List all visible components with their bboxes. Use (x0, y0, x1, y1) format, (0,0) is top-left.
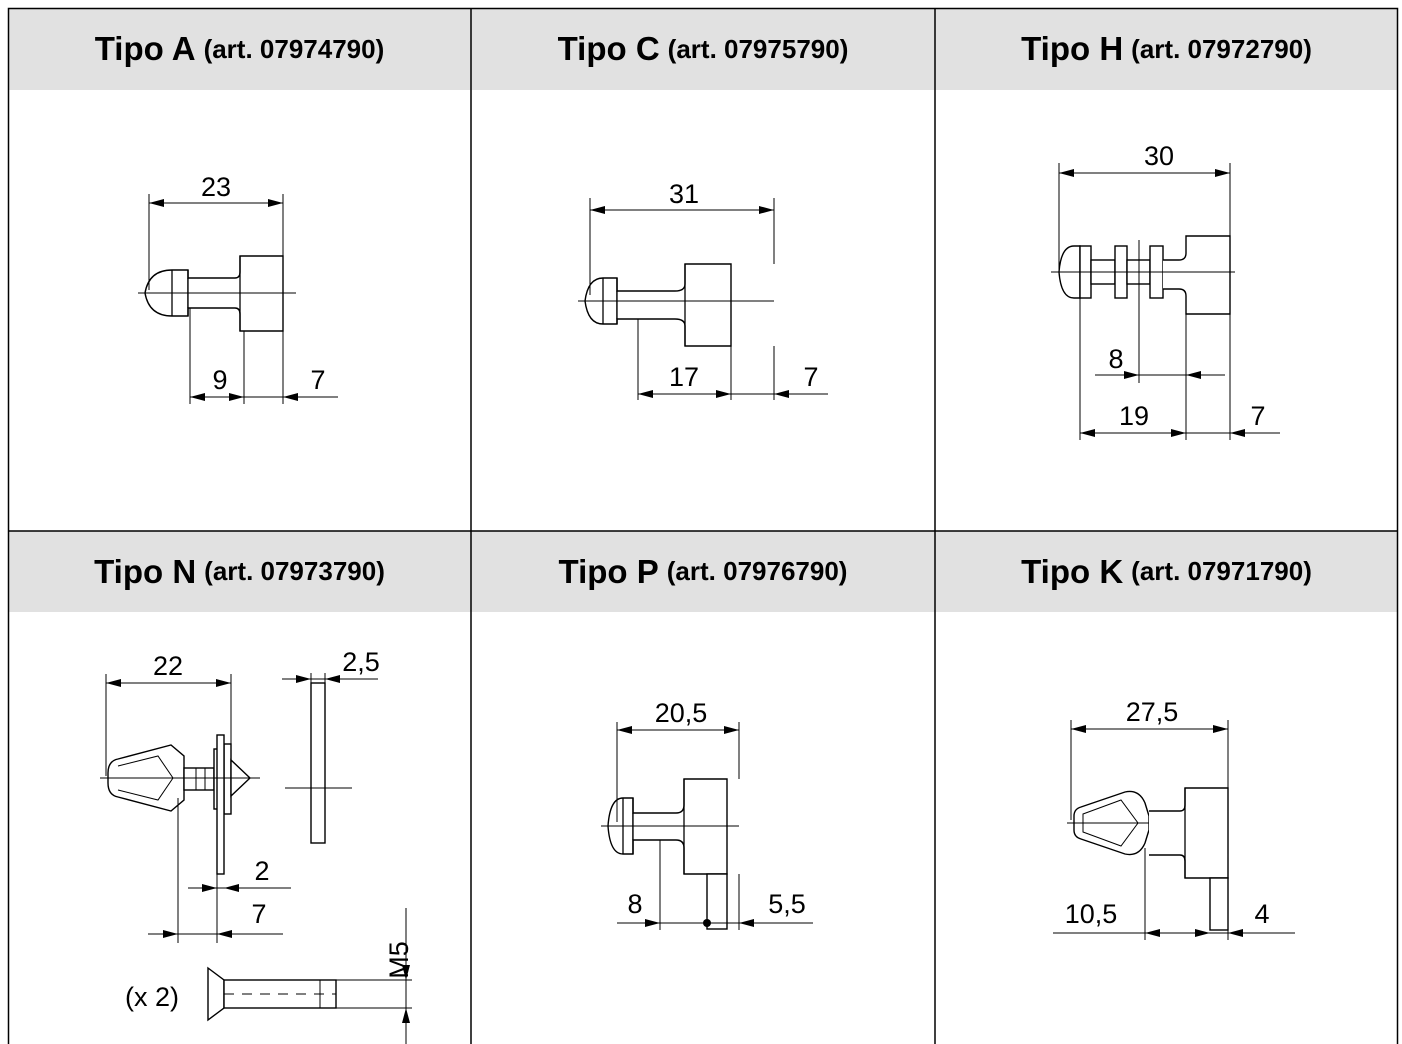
cell-tipo-a: Tipo A(art. 07974790) 23 (8, 8, 471, 531)
part-outline (1067, 787, 1229, 931)
dim-31: 31 (589, 179, 775, 295)
dim-label: 8 (1108, 344, 1123, 374)
cell-header: Tipo C(art. 07975790) (471, 8, 935, 90)
cell-tipo-h: Tipo H(art. 07972790) (935, 8, 1398, 531)
dim-label: 5,5 (768, 889, 806, 919)
dim-10-5-4: 10,5 4 (1053, 848, 1295, 940)
dim-9-7: 9 7 (189, 308, 338, 404)
dim-label: 17 (669, 362, 699, 392)
drawing-tipo-a: 23 9 7 (138, 172, 338, 404)
article-code: (art. 07972790) (1131, 33, 1312, 64)
part-outline (138, 255, 296, 332)
drawing-tipo-c: 31 17 7 (578, 179, 828, 400)
dim-7: 7 (148, 798, 283, 943)
dim-label: 27,5 (1126, 697, 1179, 727)
part-outline (100, 734, 260, 875)
dim-label: 7 (310, 365, 325, 395)
type-name: Tipo K (1021, 552, 1124, 590)
article-code: (art. 07973790) (204, 556, 385, 586)
cell-header: Tipo A(art. 07974790) (8, 8, 471, 90)
drawing-tipo-p: 20,5 8 5,5 (601, 698, 813, 930)
type-name: Tipo N (94, 552, 197, 590)
dim-label: 30 (1144, 141, 1174, 171)
cell-header: Tipo H(art. 07972790) (935, 8, 1398, 90)
article-code: (art. 07976790) (666, 556, 848, 586)
product-grid: Tipo A(art. 07974790) 23 (7, 7, 1399, 1044)
cell-tipo-n: Tipo N(art. 07973790) (8, 531, 471, 1044)
dim-label: 7 (803, 362, 818, 392)
part-outline (1051, 235, 1235, 315)
table-grid-lines (7, 7, 1399, 1044)
article-code: (art. 07974790) (203, 33, 385, 64)
dim-30: 30 (1058, 141, 1231, 270)
dim-label: 7 (251, 899, 266, 929)
dim-label: 19 (1119, 401, 1149, 431)
type-name: Tipo P (558, 552, 659, 590)
cell-tipo-c: Tipo C(art. 07975790) 31 (471, 8, 935, 531)
dim-label: 22 (153, 651, 183, 681)
part-outline (601, 778, 739, 930)
article-code: (art. 07971790) (1131, 556, 1312, 586)
drawing-tipo-n: 22 2,5 2 (100, 647, 414, 1044)
dim-label: 7 (1250, 401, 1265, 431)
type-name: Tipo A (94, 30, 196, 67)
dim-22: 22 (105, 651, 232, 776)
quantity-label: (x 2) (125, 982, 179, 1012)
article-code: (art. 07975790) (667, 33, 849, 64)
drawing-area: 23 9 7 (8, 90, 471, 531)
drawing-area: 31 17 7 (471, 90, 935, 531)
dim-23: 23 (148, 172, 284, 290)
drawing-area: 20,5 8 5,5 (471, 612, 935, 1044)
dim-label: 10,5 (1065, 899, 1118, 929)
part-outline (578, 263, 774, 347)
drawing-area: 30 8 19 7 (935, 90, 1398, 531)
drawing-area: 22 2,5 2 (8, 612, 471, 1044)
dim-label: 2,5 (342, 647, 380, 677)
dim-8-5-5: 8 5,5 (617, 840, 813, 930)
screw: (x 2) M5 (125, 908, 414, 1044)
dim-27-5: 27,5 (1070, 697, 1229, 820)
dim-label: 31 (669, 179, 699, 209)
drawing-tipo-k: 27,5 10,5 4 (1053, 697, 1295, 940)
type-name: Tipo C (557, 30, 660, 67)
washer-side-view: 2,5 (282, 647, 380, 844)
dim-label: 20,5 (655, 698, 708, 728)
dim-8: 8 (1095, 298, 1225, 383)
dim-20-5: 20,5 (616, 698, 740, 822)
dim-label: 8 (627, 889, 642, 919)
cell-header: Tipo P(art. 07976790) (471, 531, 935, 612)
dim-label: 4 (1254, 899, 1269, 929)
dim-17-7: 17 7 (637, 319, 828, 400)
cell-tipo-k: Tipo K(art. 07971790) 27,5 (935, 531, 1398, 1044)
cell-header: Tipo N(art. 07973790) (8, 531, 471, 612)
dim-label: 9 (212, 365, 227, 395)
dim-19-7: 19 7 (1079, 298, 1280, 440)
cell-header: Tipo K(art. 07971790) (935, 531, 1398, 612)
drawing-area: 27,5 10,5 4 (935, 612, 1398, 1044)
cell-tipo-p: Tipo P(art. 07976790) 20, (471, 531, 935, 1044)
dim-label: 2 (254, 856, 269, 886)
drawing-tipo-h: 30 8 19 7 (1051, 141, 1280, 440)
dim-label: 23 (201, 172, 231, 202)
dim-label: M5 (384, 941, 414, 979)
type-name: Tipo H (1021, 30, 1124, 67)
